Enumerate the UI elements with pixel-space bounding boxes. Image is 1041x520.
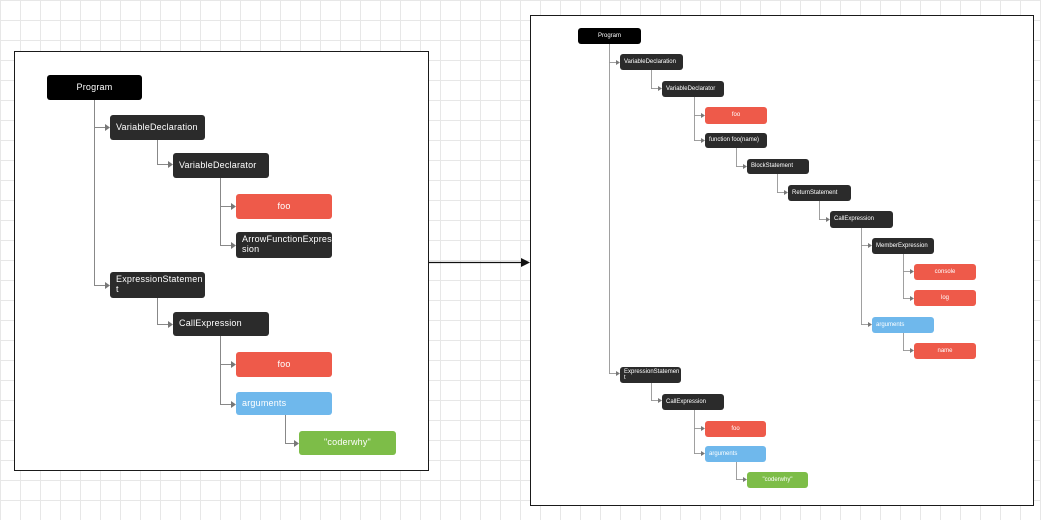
ast-node-program: Program [47, 75, 142, 100]
left-ast-panel: Program VariableDeclaration VariableDecl… [14, 51, 429, 471]
ast-node-identifier-foo-callee: foo [705, 421, 766, 437]
ast-node-identifier-foo-callee: foo [236, 352, 332, 377]
ast-node-variable-declaration: VariableDeclaration [620, 54, 683, 70]
right-tree-connectors [609, 44, 914, 482]
ast-node-identifier-name: name [914, 343, 976, 359]
ast-node-string-literal-coderwhy: "coderwhy" [747, 472, 808, 488]
ast-node-call-expression: CallExpression [830, 211, 893, 228]
right-ast-panel: Program VariableDeclaration VariableDecl… [530, 15, 1034, 506]
ast-node-block-statement: BlockStatement [747, 159, 809, 174]
ast-node-variable-declarator: VariableDeclarator [173, 153, 269, 178]
ast-node-program: Program [578, 28, 641, 44]
ast-node-expression-statement: ExpressionStatement [620, 367, 681, 383]
ast-node-expression-statement: ExpressionStatement [110, 272, 205, 298]
ast-node-identifier-foo: foo [705, 107, 767, 124]
ast-node-function-foo: function foo(name) [705, 133, 767, 148]
ast-node-identifier-console: console [914, 264, 976, 280]
ast-node-arguments-2: arguments [705, 446, 766, 462]
ast-node-identifier-foo: foo [236, 194, 332, 219]
ast-node-arguments: arguments [872, 317, 934, 333]
ast-node-identifier-log: log [914, 290, 976, 306]
ast-node-arrow-function-expression: ArrowFunctionExpression [236, 232, 332, 258]
ast-node-arguments: arguments [236, 392, 332, 415]
ast-node-variable-declaration: VariableDeclaration [110, 115, 205, 140]
ast-node-variable-declarator: VariableDeclarator [662, 81, 724, 97]
ast-node-member-expression: MemberExpression [872, 238, 934, 254]
ast-node-call-expression-2: CallExpression [662, 394, 724, 410]
ast-node-string-literal-coderwhy: "coderwhy" [299, 431, 396, 455]
left-tree-connectors [94, 100, 299, 447]
ast-node-call-expression: CallExpression [173, 312, 269, 336]
ast-node-return-statement: ReturnStatement [788, 185, 851, 201]
